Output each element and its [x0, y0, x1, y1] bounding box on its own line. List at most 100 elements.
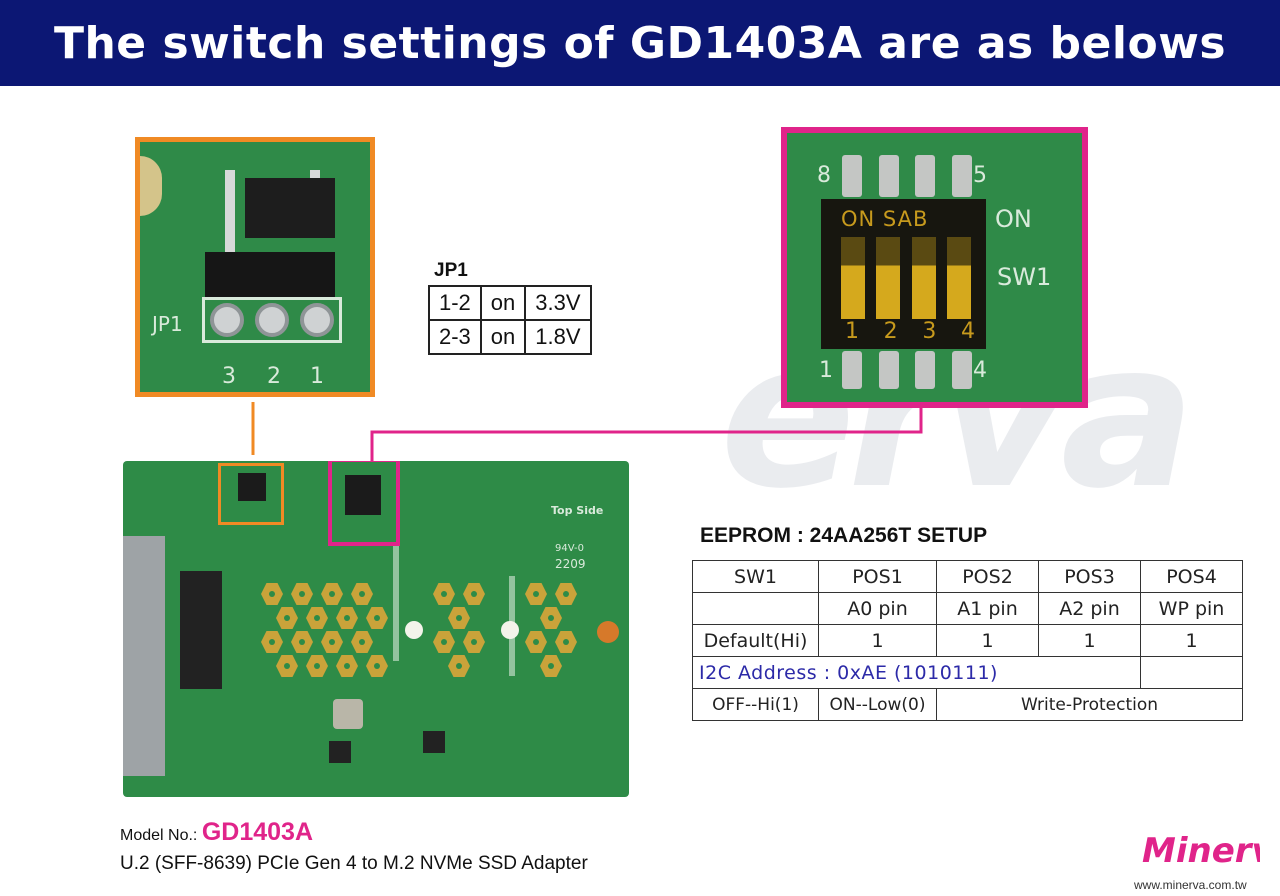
divider-line [393, 546, 399, 661]
table-cell: A0 pin [818, 592, 937, 625]
gold-pad [261, 631, 283, 653]
jp1-closeup-photo: JP1 3 2 1 [135, 137, 375, 397]
gold-pad [463, 583, 485, 605]
table-cell: POS2 [936, 560, 1039, 593]
header-base [205, 252, 335, 300]
table-cell: 1 [936, 624, 1039, 657]
sw1-callout-line [370, 408, 923, 462]
table-cell: 2-3 [428, 319, 482, 355]
pin-label-1: 1 [310, 364, 324, 389]
table-cell: 1 [1140, 624, 1243, 657]
gold-pad [540, 655, 562, 677]
table-cell: 1 [818, 624, 937, 657]
gold-pad [291, 583, 313, 605]
eeprom-setup-table: SW1 POS1 POS2 POS3 POS4 A0 pin A1 pin A2… [692, 560, 1243, 721]
table-cell: on [479, 319, 527, 355]
gold-pad [433, 583, 455, 605]
title-banner: The switch settings of GD1403A are as be… [0, 0, 1280, 86]
model-value: GD1403A [201, 818, 313, 846]
pin-1 [300, 303, 334, 337]
jp1-highlight [218, 463, 284, 525]
table-row: 1-2 on 3.3V [428, 285, 592, 321]
gold-pad [306, 607, 328, 629]
date-code: 2209 [555, 557, 586, 571]
jp1-settings-table: 1-2 on 3.3V 2-3 on 1.8V [428, 285, 592, 355]
mounting-hole [501, 621, 519, 639]
table-cell: 1.8V [524, 319, 592, 355]
sw1-silkscreen: SW1 [997, 263, 1052, 291]
table-cell: A2 pin [1038, 592, 1141, 625]
gold-pad [525, 631, 547, 653]
sw-bottom-pins [842, 351, 972, 389]
page-title: The switch settings of GD1403A are as be… [53, 18, 1227, 69]
gold-pad [351, 631, 373, 653]
model-number-line: Model No.: GD1403A [120, 818, 313, 847]
gold-pad [351, 583, 373, 605]
mounting-hole [405, 621, 423, 639]
sw1-switch [345, 475, 381, 515]
table-cell [1140, 656, 1243, 689]
switch-marking: ON SAB [841, 207, 929, 231]
logo-text: Minerva [1142, 831, 1260, 871]
ul-mark: 94V-0 [555, 543, 584, 554]
switch-levers [841, 237, 971, 319]
model-label: Model No.: [120, 827, 198, 844]
jp1-header [238, 473, 266, 501]
table-cell: POS4 [1140, 560, 1243, 593]
pin-2 [255, 303, 289, 337]
table-row: A0 pin A1 pin A2 pin WP pin [692, 592, 1243, 625]
on-silkscreen: ON [995, 205, 1032, 233]
header-pin [225, 170, 235, 270]
pin-label-3: 3 [222, 364, 236, 389]
table-row: Default(Hi) 1 1 1 1 [692, 624, 1243, 657]
standoff-hole [597, 621, 619, 643]
gold-pad [525, 583, 547, 605]
gold-pad [540, 607, 562, 629]
sw-pin-label-5: 5 [973, 163, 987, 188]
gold-pad [336, 655, 358, 677]
gold-pad [336, 607, 358, 629]
sw1-highlight [328, 461, 400, 546]
pin-outline [202, 297, 342, 343]
u2-connector [123, 536, 165, 776]
eeprom-title: EEPROM : 24AA256T SETUP [700, 524, 988, 547]
gold-pad [321, 583, 343, 605]
top-side-label: Top Side [551, 504, 604, 517]
table-cell: A1 pin [936, 592, 1039, 625]
gold-pad [463, 631, 485, 653]
chip [329, 741, 351, 763]
chip [423, 731, 445, 753]
gold-pad [433, 631, 455, 653]
m2-slot [180, 571, 222, 689]
mounting-hole [140, 156, 162, 216]
gold-pad [261, 583, 283, 605]
gold-pad [321, 631, 343, 653]
sw-top-pins [842, 155, 972, 197]
website-url: www.minerva.com.tw [1134, 878, 1247, 892]
gold-pad [306, 655, 328, 677]
table-cell: SW1 [692, 560, 819, 593]
table-cell [692, 592, 819, 625]
pcb-board-photo: Top Side 94V-0 2209 [123, 461, 629, 797]
gold-pad [276, 655, 298, 677]
table-row: SW1 POS1 POS2 POS3 POS4 [692, 560, 1243, 593]
legend-off: OFF--Hi(1) [692, 688, 819, 721]
table-cell: POS1 [818, 560, 937, 593]
legend-write-protection: Write-Protection [936, 688, 1243, 721]
gold-pad [291, 631, 313, 653]
table-cell: WP pin [1140, 592, 1243, 625]
gold-pad [366, 655, 388, 677]
table-cell: 3.3V [524, 285, 592, 321]
jp1-table-title: JP1 [434, 260, 468, 281]
table-cell: 1-2 [428, 285, 482, 321]
sw-pin-label-4: 4 [973, 358, 987, 383]
legend-on: ON--Low(0) [818, 688, 937, 721]
gold-pad [555, 631, 577, 653]
table-cell: Default(Hi) [692, 624, 819, 657]
product-description: U.2 (SFF-8639) PCIe Gen 4 to M.2 NVMe SS… [120, 853, 588, 874]
table-row: 2-3 on 1.8V [428, 319, 592, 355]
